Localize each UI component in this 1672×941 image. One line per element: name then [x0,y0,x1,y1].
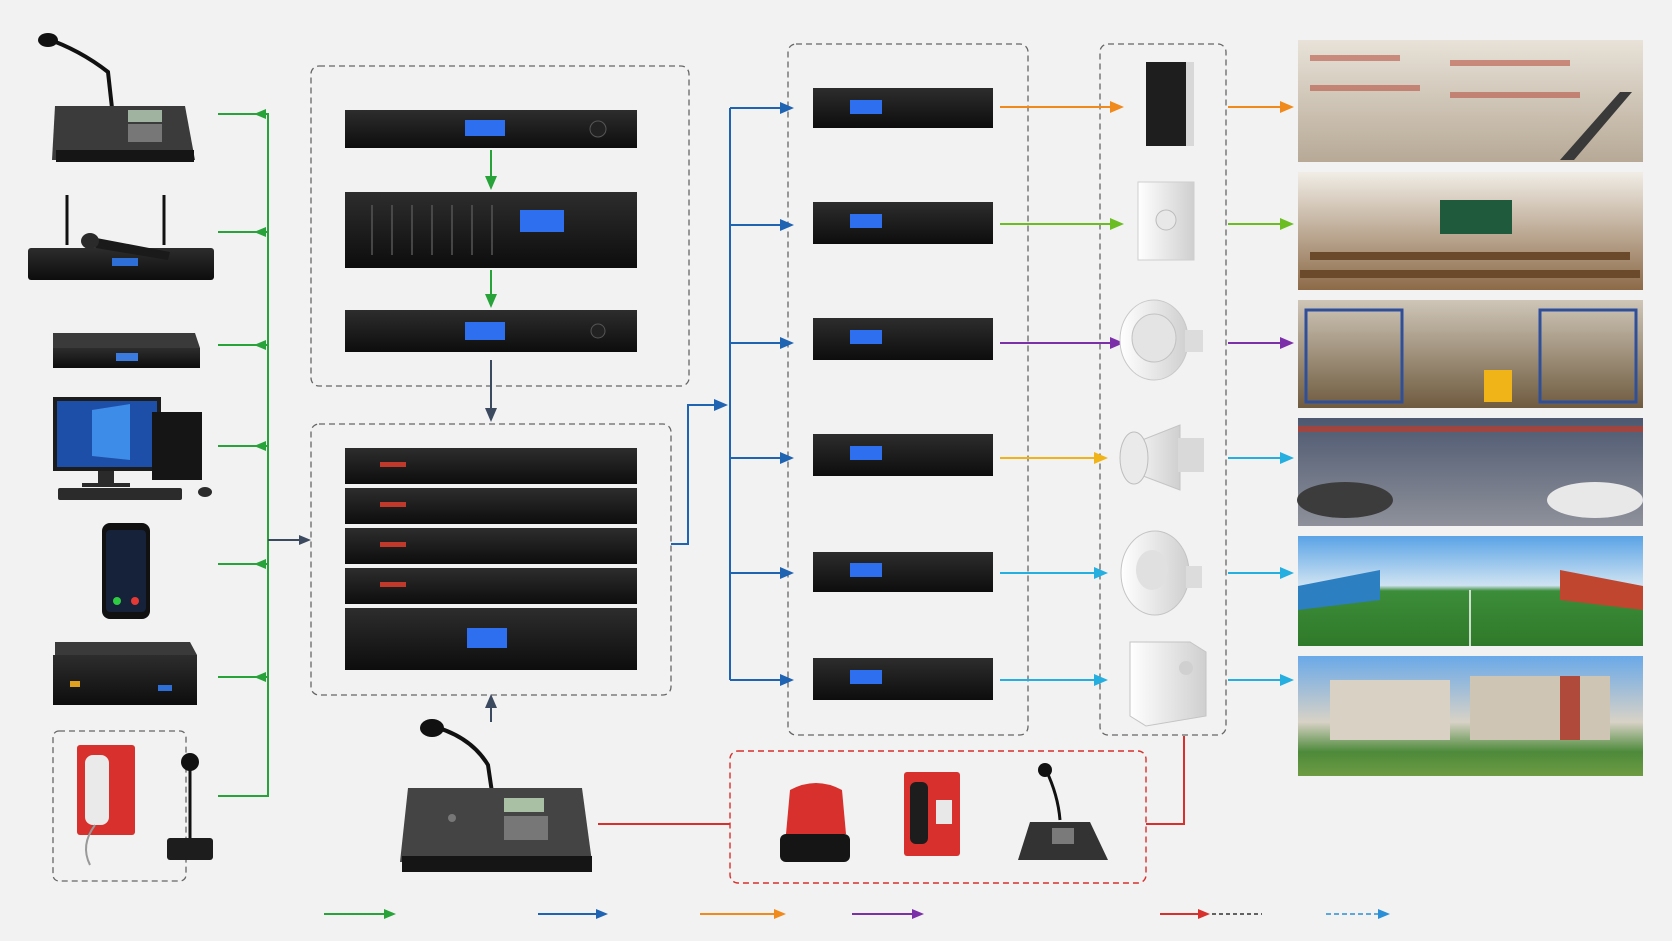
zone-amplifier-icon [813,552,993,592]
projection-speaker-icon [1120,530,1202,616]
legend-item [852,909,924,919]
warehouse-image [1298,300,1643,408]
legend-item [538,909,608,919]
emergency-telephone-icon [904,772,960,856]
wireless-microphone-receiver-icon [28,195,214,280]
paging-microphone-icon [1018,763,1108,860]
processing-group-box [310,65,690,387]
speaker-group-box [1099,43,1227,736]
zone-amplifiers [813,88,993,700]
smartphone-app-icon [102,523,150,619]
campus-image [1298,656,1643,776]
classroom-image [1298,172,1643,290]
source-bus-line [218,113,269,797]
alarm-beacon-icon [780,783,850,862]
network-mini-pc-icon [53,642,197,705]
zone-amplifier-icon [813,202,993,244]
desktop-computer-icon [53,397,212,500]
desk-microphone-icon [38,33,195,162]
legend-item [700,909,786,919]
zone-amplifier-icon [813,318,993,360]
legend-item [1326,909,1390,919]
parking-garage-image [1297,418,1643,526]
column-speaker-icon [1146,62,1194,146]
zone-amplifier-icon [813,434,993,476]
horn-speaker-icon [1119,424,1204,491]
ceiling-speaker-icon [1119,299,1203,381]
audio-mixer-icon [345,192,637,268]
sports-field-image [1298,536,1643,646]
matrix-processor-icon [345,310,637,352]
amplifier-group-box [787,43,1029,736]
legend [324,909,1390,919]
preamp-processor-icon [345,110,637,148]
zone-amplifier-icon [813,88,993,128]
emergency-device-box [729,750,1147,884]
server-stack-icon [345,448,637,670]
emergency-source-box [52,730,187,882]
wall-speaker-icon [1137,181,1195,261]
box-speaker-icon [1129,641,1207,727]
legend-item [324,909,396,919]
zone-amplifier-icon [813,658,993,700]
emergency-phone-and-mic-station-icon [77,745,213,866]
shopping-mall-image [1298,40,1643,162]
legend-item [1160,909,1262,919]
paging-console-icon [400,719,592,872]
media-player-icon [53,333,200,368]
